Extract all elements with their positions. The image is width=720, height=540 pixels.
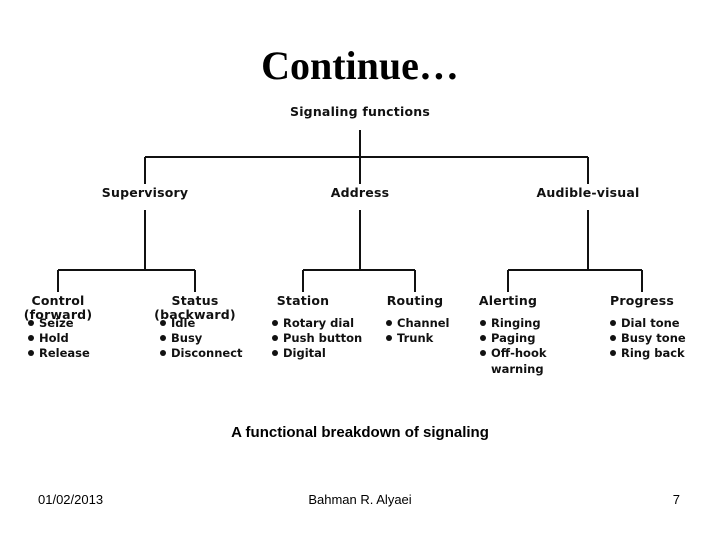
list-item: Trunk <box>386 331 450 346</box>
node-station: Station <box>276 293 330 308</box>
list-item: Idle <box>160 316 243 331</box>
bullet-dot-icon <box>480 335 486 342</box>
node-audible-visual: Audible-visual <box>536 185 640 200</box>
list-item: Channel <box>386 316 450 331</box>
bullet-dot-icon <box>610 320 616 326</box>
signaling-functions-diagram: Signaling functions Supervisory Address … <box>10 100 710 400</box>
list-item: Rotary dial <box>272 316 362 331</box>
list-item: Digital <box>272 346 362 361</box>
list-item: Hold <box>28 331 90 346</box>
bullet-dot-icon <box>28 320 34 326</box>
bullet-dot-icon <box>160 350 166 357</box>
node-supervisory: Supervisory <box>101 185 189 200</box>
bullet-dot-icon <box>160 320 166 326</box>
bullet-dot-icon <box>272 320 278 326</box>
bullet-dot-icon <box>610 335 616 342</box>
bullet-dot-icon <box>480 350 486 357</box>
diagram-connector-lines <box>56 130 644 292</box>
bullet-dot-icon <box>272 350 278 357</box>
node-status-backward: Status (backward) <box>154 293 236 322</box>
footer-author: Bahman R. Alyaei <box>308 492 412 507</box>
list-item: Dial tone <box>610 316 686 331</box>
bullet-dot-icon <box>28 335 34 342</box>
list-item: Ring back <box>610 346 686 361</box>
bullet-dot-icon <box>160 335 166 342</box>
list-item-continuation: warning <box>491 361 544 376</box>
page-title: Continue… <box>261 43 459 88</box>
footer-page-number: 7 <box>672 492 680 507</box>
list-item: Seize <box>28 316 90 331</box>
list-item: Ringing <box>480 316 547 331</box>
list-item: Push button <box>272 331 362 346</box>
bullet-dot-icon <box>386 335 392 342</box>
node-control-forward: Control (forward) <box>23 293 93 322</box>
list-item: Off-hook <box>480 346 547 361</box>
slide-footer: 01/02/2013 Bahman R. Alyaei 7 <box>0 492 720 512</box>
bullet-dot-icon <box>610 350 616 357</box>
bullet-dot-icon <box>28 350 34 357</box>
list-item: Busy tone <box>610 331 686 346</box>
node-routing: Routing <box>386 293 444 308</box>
bullet-dot-icon <box>386 320 392 326</box>
node-address: Address <box>330 185 390 200</box>
bullet-dot-icon <box>272 335 278 342</box>
list-item: Release <box>28 346 90 361</box>
node-alerting: Alerting <box>478 293 538 308</box>
node-progress: Progress <box>610 293 674 308</box>
footer-date: 01/02/2013 <box>38 492 104 507</box>
list-item: Disconnect <box>160 346 243 361</box>
list-item: Busy <box>160 331 243 346</box>
node-signaling-functions: Signaling functions <box>290 104 430 119</box>
list-item: Paging <box>480 331 547 346</box>
diagram-caption: A functional breakdown of signaling <box>231 424 489 441</box>
bullet-dot-icon <box>480 320 486 326</box>
